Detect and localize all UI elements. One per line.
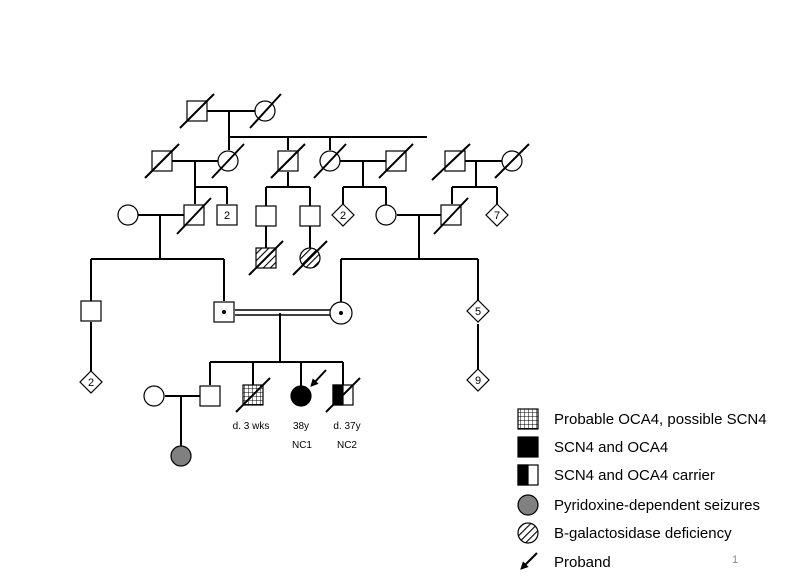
male [299, 205, 321, 227]
affected-half-fill [332, 384, 344, 406]
legend-label: Proband [554, 554, 611, 571]
gray-circle-icon [517, 494, 539, 516]
deceased-slash [249, 93, 282, 129]
deceased-slash [179, 93, 215, 129]
unknown-sex-diamond [466, 299, 490, 323]
deceased-slash [431, 143, 471, 181]
male-count-square [216, 204, 238, 226]
page-number: 1 [732, 554, 738, 566]
proband-age-label: 38y [293, 421, 309, 432]
proband-arrow-icon [520, 552, 538, 570]
count-label: 2 [88, 377, 94, 389]
count-label: 9 [475, 375, 481, 387]
unknown-sex-diamond [79, 370, 103, 394]
deceased-slash [211, 143, 245, 179]
female-proband-affected [290, 385, 312, 407]
count-label: 7 [494, 210, 500, 222]
filled-square-icon [517, 436, 539, 458]
deceased-slash [144, 143, 180, 179]
sibling-age-label: d. 37y [333, 421, 360, 432]
unknown-sex-diamond [466, 368, 490, 392]
hatched-circle-icon [517, 522, 539, 544]
male-deceased [444, 150, 466, 172]
female-seizures [170, 445, 192, 467]
legend: Probable OCA4, possible SCN4 SCN4 and OC… [517, 408, 767, 571]
legend-label: B-galactosidase deficiency [554, 525, 732, 542]
male [199, 385, 221, 407]
deceased-age-label: d. 3 wks [233, 421, 270, 432]
count-label: 5 [475, 306, 481, 318]
count-label: 2 [224, 210, 230, 222]
legend-label: SCN4 and OCA4 [554, 439, 668, 456]
deceased-slash [248, 240, 284, 276]
sibling-id-label: NC2 [337, 440, 357, 451]
deceased-slash [292, 240, 328, 276]
deceased-slash [325, 377, 361, 413]
deceased-slash [378, 143, 414, 179]
count-label: 2 [340, 210, 346, 222]
deceased-slash [235, 377, 271, 413]
carrier-dot [339, 311, 343, 315]
unknown-sex-diamond [485, 203, 509, 227]
female [375, 204, 397, 226]
female [143, 385, 165, 407]
unknown-sex-diamond [331, 203, 355, 227]
legend-label: Pyridoxine-dependent seizures [554, 497, 760, 514]
proband-id-label: NC1 [292, 440, 312, 451]
grid-square-icon [517, 408, 539, 430]
deceased-slash [270, 143, 306, 179]
female [117, 204, 139, 226]
half-fill [517, 464, 529, 486]
proband-arrow-icon [310, 369, 327, 387]
deceased-slash [433, 197, 469, 235]
male [255, 205, 277, 227]
legend-label: SCN4 and OCA4 carrier [554, 467, 715, 484]
carrier-dot [222, 310, 226, 314]
deceased-slash [176, 197, 212, 235]
deceased-slash [494, 143, 530, 179]
legend-label: Probable OCA4, possible SCN4 [554, 411, 767, 428]
male [80, 300, 102, 322]
deceased-slash [313, 143, 347, 179]
